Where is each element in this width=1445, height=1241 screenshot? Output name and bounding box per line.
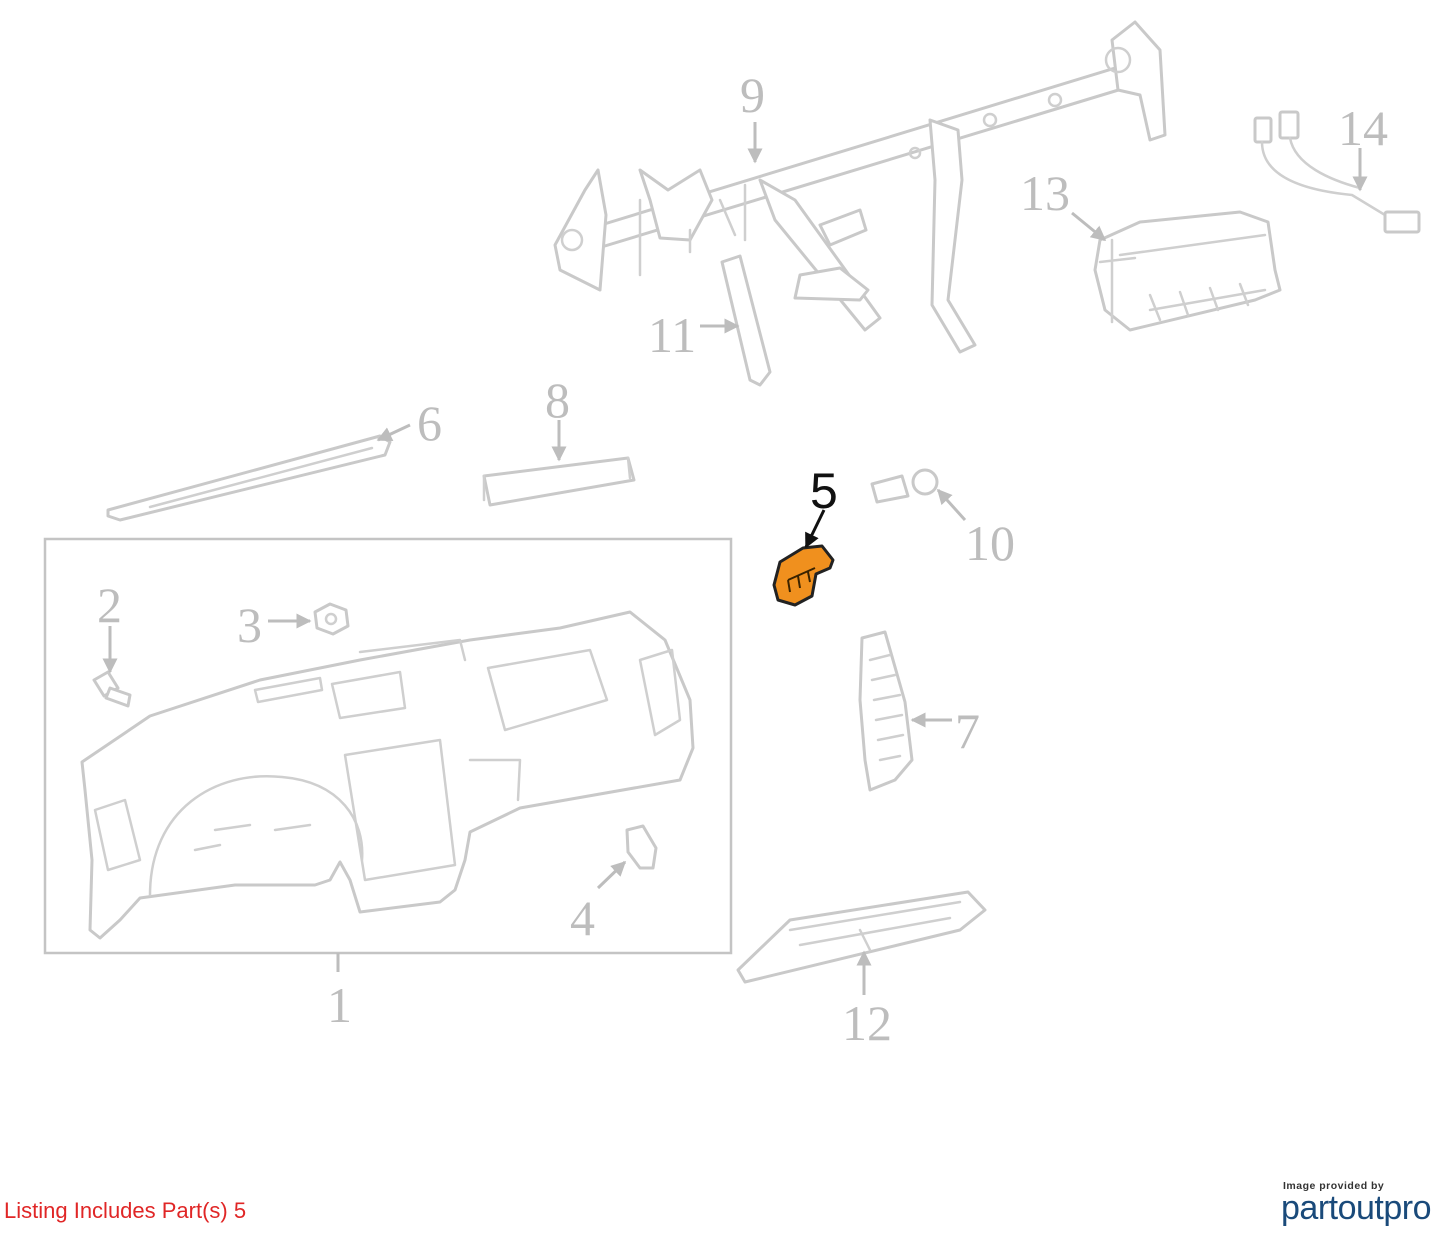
part-12-lower-trim <box>736 890 987 984</box>
callout-11: 11 <box>648 307 696 363</box>
callout-5: 5 <box>810 463 838 519</box>
callout-4: 4 <box>570 890 595 946</box>
leader-lines <box>102 122 1368 995</box>
callout-9: 9 <box>740 67 765 123</box>
callout-12: 12 <box>842 995 892 1051</box>
part-1-instrument-panel <box>80 610 695 940</box>
part-4-bracket <box>625 824 658 870</box>
part-1-group-box <box>43 537 733 955</box>
part-7-vent <box>858 630 914 792</box>
callout-14: 14 <box>1338 100 1388 156</box>
part-13-airbag <box>1093 210 1282 332</box>
callout-10: 10 <box>965 515 1015 571</box>
callout-8: 8 <box>545 372 570 428</box>
part-8-garnish <box>482 456 636 507</box>
part-11-brace <box>720 254 772 387</box>
part-14-harness <box>1253 110 1421 234</box>
callout-labels: 9 13 14 11 6 8 5 10 7 2 3 4 1 12 <box>97 67 1388 1051</box>
part-2-bolt <box>92 670 132 708</box>
provider-label: Image provided by <box>1283 1180 1385 1192</box>
callout-6: 6 <box>417 395 442 451</box>
callout-7: 7 <box>955 703 980 759</box>
part-3-nut <box>313 602 350 636</box>
part-9-reinforcement <box>553 20 1167 354</box>
part-10-clip <box>870 468 939 504</box>
brand-logo: partoutpro <box>1281 1189 1432 1227</box>
part-5-bracket-highlighted <box>772 544 835 607</box>
listing-note: Listing Includes Part(s) 5 <box>4 1198 247 1223</box>
callout-2: 2 <box>97 577 122 633</box>
callout-13: 13 <box>1020 165 1070 221</box>
callout-3: 3 <box>237 597 262 653</box>
callout-1: 1 <box>327 977 352 1033</box>
